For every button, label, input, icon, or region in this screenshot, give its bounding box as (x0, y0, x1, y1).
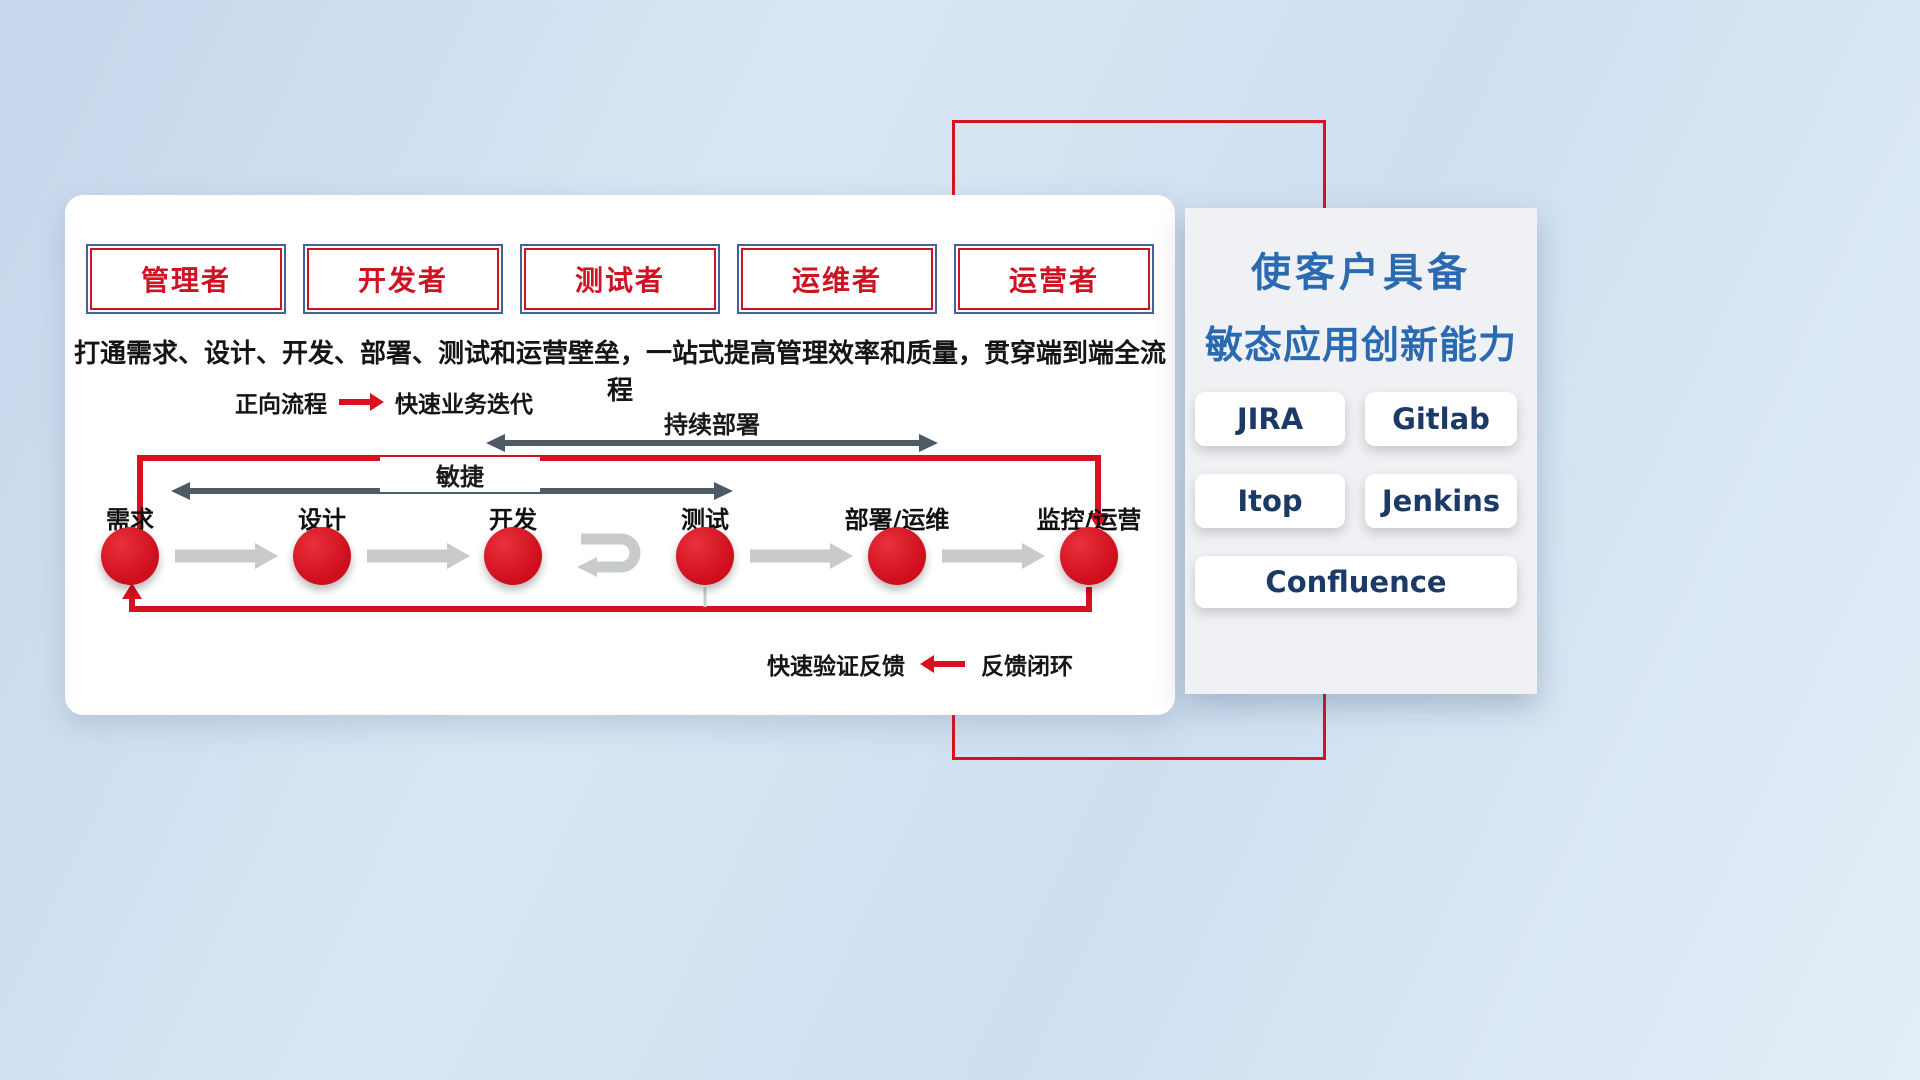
iteration-loop-arrowhead-icon (577, 557, 597, 577)
forward-legend: 正向流程 快速业务迭代 (235, 385, 533, 419)
forward-legend-desc: 快速业务迭代 (395, 392, 533, 418)
feedback-flow-line (129, 587, 1092, 612)
role-box-ops: 运维者 (737, 244, 937, 314)
capability-panel: 使客户具备 敏态应用创新能力 JIRA Gitlab Itop Jenkins … (1185, 208, 1537, 694)
role-label: 开发者 (357, 264, 448, 297)
stage-arrowhead-icon (1022, 543, 1045, 569)
stage-node-design (293, 527, 351, 585)
role-box-developer: 开发者 (303, 244, 503, 314)
stage-arrowhead-icon (255, 543, 278, 569)
feedback-flow-arrowhead-icon (122, 583, 142, 599)
stage-arrowhead-icon (830, 543, 853, 569)
agile-right-arrowhead-icon (714, 482, 733, 500)
roles-row: 管理者 开发者 测试者 运维者 运营者 (86, 244, 1154, 314)
flow-arrows-layer (122, 434, 1108, 612)
role-box-operator: 运营者 (954, 244, 1154, 314)
stage-node-monitor-ops (1060, 527, 1118, 585)
stage-node-test (676, 527, 734, 585)
role-label: 测试者 (574, 264, 665, 297)
role-label: 管理者 (140, 264, 231, 297)
agile-left-arrowhead-icon (171, 482, 190, 500)
cd-left-arrowhead-icon (486, 434, 505, 452)
panel-title-line2: 敏态应用创新能力 (1204, 323, 1517, 367)
stage-node-requirements (101, 527, 159, 585)
tool-confluence: Confluence (1195, 556, 1517, 608)
panel-title-line1: 使客户具备 (1251, 250, 1471, 296)
cd-right-arrowhead-icon (919, 434, 938, 452)
iteration-loop-icon (581, 533, 641, 573)
tool-jira: JIRA (1195, 392, 1345, 446)
arrow-right-icon (339, 393, 384, 411)
role-label: 运营者 (1008, 264, 1099, 297)
role-box-manager: 管理者 (86, 244, 286, 314)
feedback-legend-desc: 快速验证反馈 (767, 654, 905, 680)
feedback-legend-label: 反馈闭环 (981, 654, 1073, 680)
stage-arrowhead-icon (447, 543, 470, 569)
devops-flow-card: 管理者 开发者 测试者 运维者 运营者 打通需求、设计、开发、部署、测试和运营壁… (65, 195, 1175, 715)
feedback-legend: 快速验证反馈 反馈闭环 (767, 647, 1073, 681)
forward-flow-line (137, 455, 1101, 537)
cd-range-label: 持续部署 (632, 405, 792, 440)
tool-gitlab: Gitlab (1365, 392, 1517, 446)
arrow-left-icon (920, 655, 965, 673)
role-box-tester: 测试者 (520, 244, 720, 314)
tool-jenkins: Jenkins (1365, 474, 1517, 528)
forward-legend-label: 正向流程 (235, 392, 327, 418)
tool-itop: Itop (1195, 474, 1345, 528)
agile-range-label: 敏捷 (380, 457, 540, 492)
forward-flow-arrowhead-icon (1088, 513, 1108, 529)
stage-node-deploy-ops (868, 527, 926, 585)
role-label: 运维者 (791, 264, 882, 297)
subtitle: 打通需求、设计、开发、部署、测试和运营壁垒，一站式提高管理效率和质量，贯穿端到端… (73, 339, 1166, 406)
stage-node-develop (484, 527, 542, 585)
